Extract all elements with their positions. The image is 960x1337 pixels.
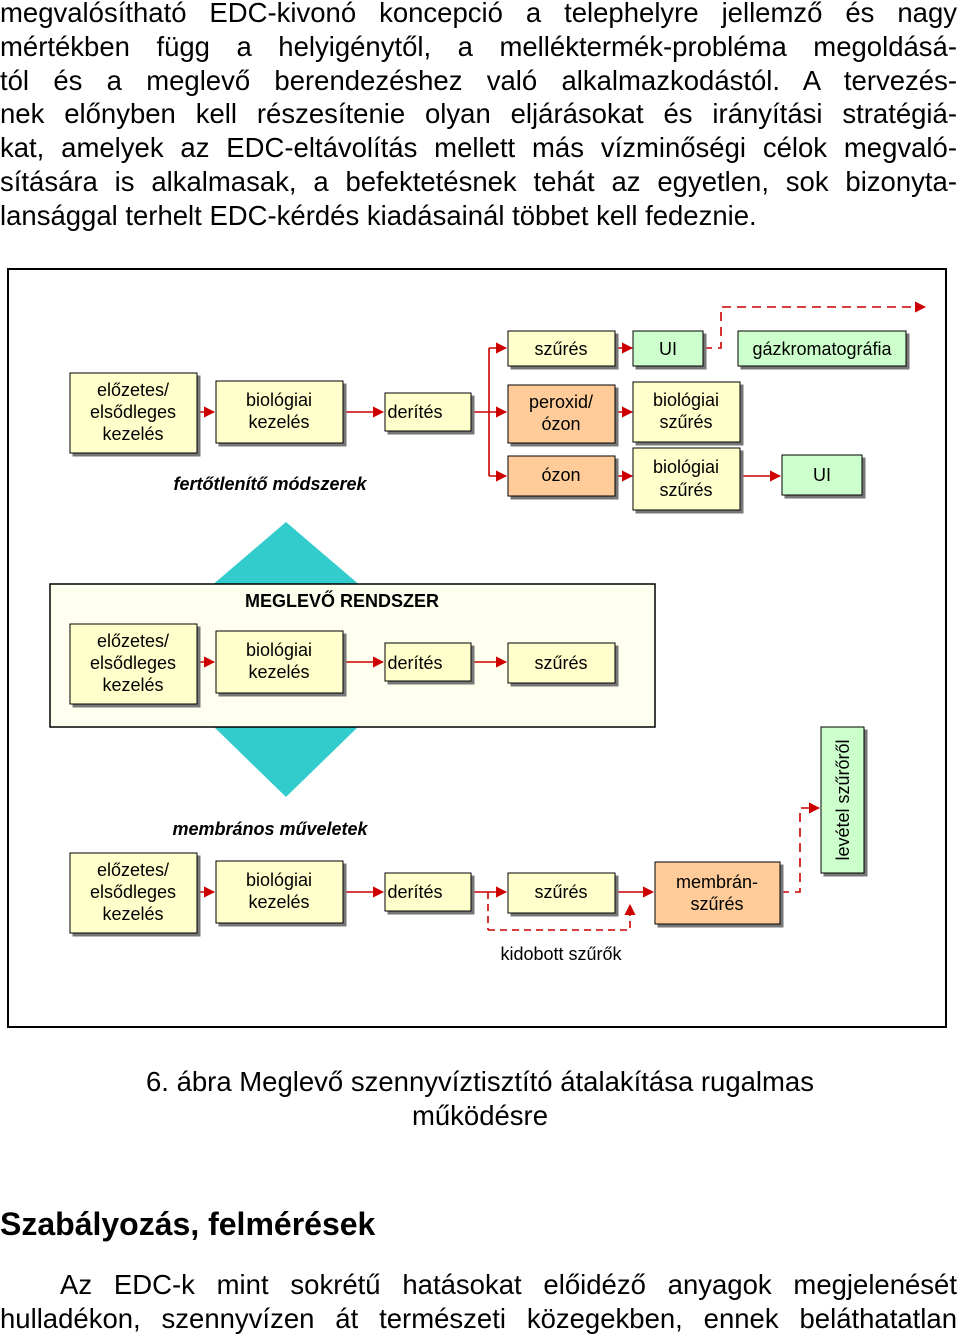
paragraph-line: mértékben függ a helyigénytől, a mellékt… [0, 30, 957, 62]
box-membran-szures: membrán- szűrés [654, 861, 781, 925]
svg-text:előzetes/: előzetes/ [97, 380, 169, 400]
existing-system-title: MEGLEVŐ RENDSZER [245, 590, 439, 611]
box-szures-bottom: szűrés [507, 872, 616, 914]
svg-text:szűrés: szűrés [534, 339, 587, 359]
figure-caption: 6. ábra Meglevő szennyvíztisztító átalak… [0, 1065, 960, 1133]
fertotlenito-label: fertőtlenítő módszerek [173, 474, 367, 494]
svg-text:membrán-: membrán- [676, 872, 758, 892]
svg-text:elsődleges: elsődleges [90, 653, 176, 673]
svg-text:elsődleges: elsődleges [90, 402, 176, 422]
paragraph-line: nek előnyben kell részesítenie olyan elj… [0, 98, 957, 130]
svg-text:biológiai: biológiai [246, 390, 312, 410]
kidobott-szurok-label: kidobott szűrők [500, 944, 622, 964]
svg-text:kezelés: kezelés [248, 412, 309, 432]
svg-text:biológiai: biológiai [246, 870, 312, 890]
box-derites-top: derítés [384, 392, 472, 432]
svg-text:UI: UI [659, 339, 677, 359]
svg-text:szűrés: szűrés [659, 480, 712, 500]
svg-text:biológiai: biológiai [653, 457, 719, 477]
svg-text:szűrés: szűrés [659, 412, 712, 432]
box-ui-top: UI [632, 330, 704, 367]
svg-text:ózon: ózon [541, 414, 580, 434]
svg-text:kezelés: kezelés [248, 662, 309, 682]
svg-text:ózon: ózon [541, 465, 580, 485]
svg-text:gázkromatográfia: gázkromatográfia [752, 339, 892, 359]
box-elozetes-bottom: előzetes/ elsődleges kezelés [69, 852, 198, 934]
box-elozetes-existing: előzetes/ elsődleges kezelés [69, 623, 198, 705]
svg-text:kezelés: kezelés [102, 424, 163, 444]
box-szures-existing: szűrés [507, 642, 616, 684]
svg-text:derítés: derítés [387, 402, 442, 422]
section-heading: Szabályozás, felmérések [0, 1206, 376, 1242]
top-flow-lines [197, 342, 782, 482]
svg-text:biológiai: biológiai [246, 640, 312, 660]
top-dashed-loop [703, 301, 927, 349]
bottom-dashed-discard-2 [488, 903, 636, 931]
box-peroxid-ozon: peroxid/ ózon [507, 384, 616, 444]
paragraph-line: hulladékon, szennyvízen át természeti kö… [0, 1302, 957, 1334]
svg-text:peroxid/: peroxid/ [529, 392, 593, 412]
svg-text:UI: UI [813, 465, 831, 485]
box-biologiai-existing: biológiai kezelés [215, 630, 344, 694]
paragraph-line: Az EDC-k mint sokrétű hatásokat előidéző… [60, 1269, 957, 1300]
svg-text:előzetes/: előzetes/ [97, 631, 169, 651]
box-biologiai-top: biológiai kezelés [215, 380, 344, 444]
svg-text:szűrés: szűrés [534, 882, 587, 902]
paragraph-line: sítására is alkalmasak, a befektetésnek … [0, 165, 957, 197]
paragraph-line: kat, amelyek az EDC-eltávolítás mellett … [0, 132, 957, 164]
svg-text:szűrés: szűrés [690, 894, 743, 914]
svg-text:levétel szűrőről: levétel szűrőről [833, 739, 853, 860]
intro-paragraph: megvalósítható EDC-kivonó koncepció a te… [0, 0, 957, 233]
paragraph-line: tól és a meglevő berendezéshez való alka… [0, 64, 957, 96]
figure-frame [7, 268, 947, 1028]
bottom-dashed-membran [780, 802, 821, 893]
box-gazkromatografia: gázkromatográfia [737, 330, 907, 367]
box-szures-top: szűrés [507, 330, 616, 367]
caption-line: 6. ábra Meglevő szennyvíztisztító átalak… [146, 1066, 814, 1097]
svg-text:biológiai: biológiai [653, 390, 719, 410]
box-derites-bottom: derítés [384, 872, 472, 912]
svg-text:kezelés: kezelés [102, 904, 163, 924]
box-derites-existing: derítés [384, 642, 472, 682]
paragraph-line: megvalósítható EDC-kivonó koncepció a te… [0, 0, 957, 28]
box-bio-szures-2: biológiai szűrés [632, 447, 741, 511]
box-elozetes-top: előzetes/ elsődleges kezelés [69, 372, 198, 454]
svg-text:kezelés: kezelés [248, 892, 309, 912]
svg-text:derítés: derítés [387, 882, 442, 902]
process-diagram: MEGLEVŐ RENDSZER szűrés UI gázkromatográ… [49, 301, 927, 964]
svg-text:elsődleges: elsődleges [90, 882, 176, 902]
svg-text:előzetes/: előzetes/ [97, 860, 169, 880]
box-ui-right: UI [781, 454, 863, 496]
paragraph-line: lansággal terhelt EDC-kérdés kiadásainál… [0, 199, 757, 231]
box-leveltel-szurorol: levétel szűrőről [820, 726, 865, 874]
membranos-label: membrános műveletek [172, 819, 368, 839]
caption-line: működésre [411, 1100, 549, 1131]
box-biologiai-bottom: biológiai kezelés [215, 860, 344, 924]
down-arrow-shape [212, 725, 360, 797]
svg-text:szűrés: szűrés [534, 653, 587, 673]
box-ozon: ózon [507, 455, 616, 497]
next-paragraph: Az EDC-k mint sokrétű hatásokat előidéző… [0, 1268, 957, 1336]
svg-text:derítés: derítés [387, 653, 442, 673]
up-arrow-shape [210, 522, 362, 587]
svg-text:kezelés: kezelés [102, 675, 163, 695]
box-bio-szures-1: biológiai szűrés [632, 381, 741, 443]
